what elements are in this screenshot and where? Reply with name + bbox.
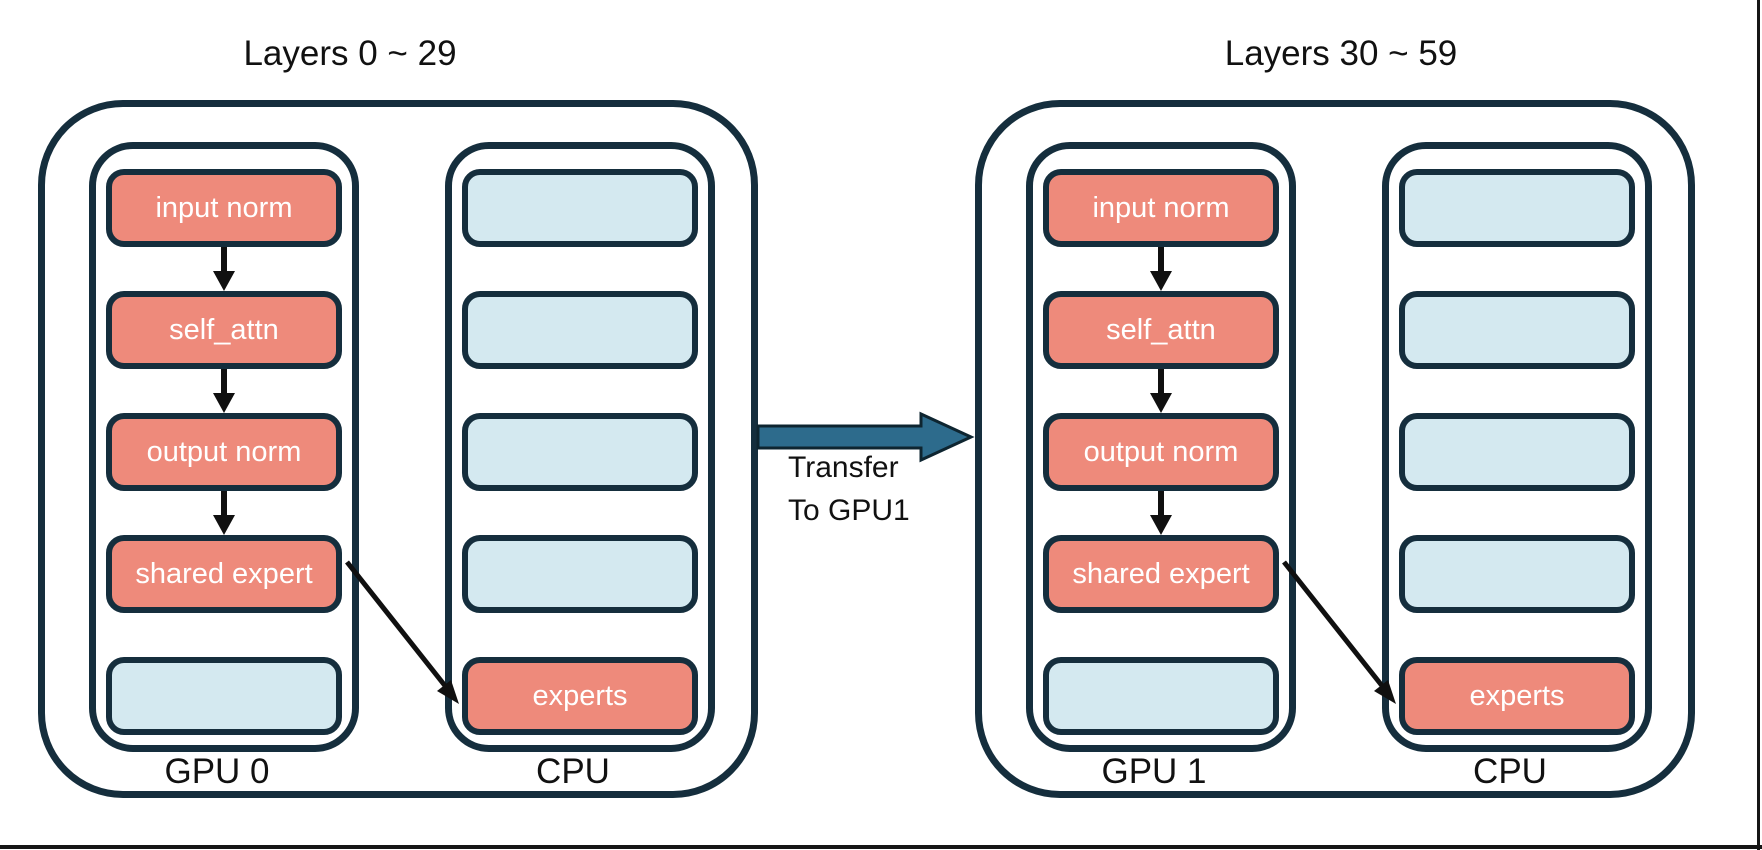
offload-arrow-icon bbox=[1282, 560, 1396, 704]
gpu1-label: GPU 1 bbox=[1101, 752, 1207, 791]
box-experts: experts bbox=[1399, 657, 1635, 735]
empty-slot bbox=[462, 413, 698, 491]
box-input-norm: input norm bbox=[1043, 169, 1279, 247]
down-arrow-icon bbox=[1150, 247, 1172, 291]
box-input-norm: input norm bbox=[106, 169, 342, 247]
box-output-norm: output norm bbox=[106, 413, 342, 491]
cpu-column-left: experts bbox=[445, 142, 715, 752]
empty-slot bbox=[462, 291, 698, 369]
box-experts: experts bbox=[462, 657, 698, 735]
layer-group-1: input norm self_attn output norm shared … bbox=[975, 100, 1695, 798]
transfer-label-line1: Transfer bbox=[788, 451, 899, 484]
box-self-attn: self_attn bbox=[106, 291, 342, 369]
canvas-right-edge bbox=[1757, 0, 1760, 850]
transfer-arrow-icon bbox=[756, 411, 975, 463]
box-output-norm: output norm bbox=[1043, 413, 1279, 491]
box-shared-expert: shared expert bbox=[106, 535, 342, 613]
layer-group-0: input norm self_attn output norm shared … bbox=[38, 100, 758, 798]
gpu0-column: input norm self_attn output norm shared … bbox=[89, 142, 359, 752]
cpu-column-right: experts bbox=[1382, 142, 1652, 752]
empty-slot bbox=[462, 169, 698, 247]
gpu0-label: GPU 0 bbox=[164, 752, 270, 791]
box-shared-expert: shared expert bbox=[1043, 535, 1279, 613]
offload-arrow-icon bbox=[345, 560, 459, 704]
down-arrow-icon bbox=[1150, 491, 1172, 535]
down-arrow-icon bbox=[213, 369, 235, 413]
transfer-label-line2: To GPU1 bbox=[788, 494, 910, 527]
gpu1-column: input norm self_attn output norm shared … bbox=[1026, 142, 1296, 752]
cpu-label-right: CPU bbox=[1473, 752, 1547, 791]
cpu-label-left: CPU bbox=[536, 752, 610, 791]
canvas-bottom-edge bbox=[0, 845, 1762, 849]
down-arrow-icon bbox=[213, 491, 235, 535]
empty-slot bbox=[1043, 657, 1279, 735]
down-arrow-icon bbox=[213, 247, 235, 291]
down-arrow-icon bbox=[1150, 369, 1172, 413]
empty-slot bbox=[1399, 291, 1635, 369]
group-title-layers-30-59: Layers 30 ~ 59 bbox=[1224, 34, 1458, 73]
empty-slot bbox=[462, 535, 698, 613]
group-title-layers-0-29: Layers 0 ~ 29 bbox=[243, 34, 457, 73]
empty-slot bbox=[1399, 169, 1635, 247]
empty-slot bbox=[1399, 535, 1635, 613]
empty-slot bbox=[1399, 413, 1635, 491]
empty-slot bbox=[106, 657, 342, 735]
box-self-attn: self_attn bbox=[1043, 291, 1279, 369]
